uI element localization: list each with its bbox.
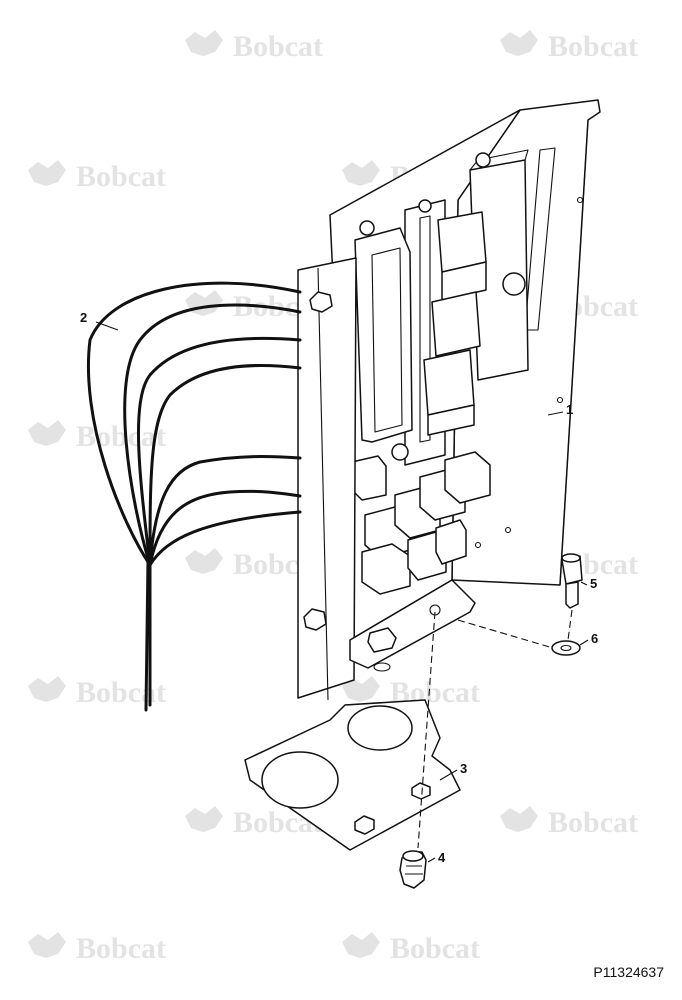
callout-4: 4: [438, 850, 446, 865]
watermark-text: Bobcat: [76, 420, 166, 453]
wire-harness: [86, 281, 302, 712]
assembly-lines: [417, 609, 573, 849]
washer: [551, 640, 581, 656]
figure-reference-number: P11324637: [593, 964, 664, 980]
callout-2: 2: [80, 310, 87, 325]
watermark-text: Bobcat: [76, 676, 166, 709]
watermark: Bobcat: [28, 160, 166, 193]
watermark: Bobcat: [185, 30, 323, 63]
watermark: Bobcat: [28, 420, 166, 453]
watermark-text: Bobcat: [390, 932, 480, 965]
callout-3: 3: [460, 761, 467, 776]
watermark-text: Bobcat: [548, 30, 638, 63]
callout-6: 6: [591, 631, 598, 646]
callout-5: 5: [590, 576, 597, 591]
callout-1: 1: [566, 402, 573, 417]
bolt: [561, 553, 583, 609]
rivet-nut: [399, 850, 427, 889]
panel-assembly: [297, 99, 601, 701]
gasket-plate: [244, 699, 461, 851]
watermark: Bobcat: [500, 806, 638, 839]
watermark-text: Bobcat: [76, 160, 166, 193]
watermark-text: Bobcat: [76, 932, 166, 965]
watermark-text: Bobcat: [233, 30, 323, 63]
watermark: Bobcat: [342, 932, 480, 965]
watermark: Bobcat: [28, 932, 166, 965]
watermark-text: Bobcat: [548, 806, 638, 839]
callout-leaders: [95, 321, 589, 863]
watermark: Bobcat: [500, 30, 638, 63]
